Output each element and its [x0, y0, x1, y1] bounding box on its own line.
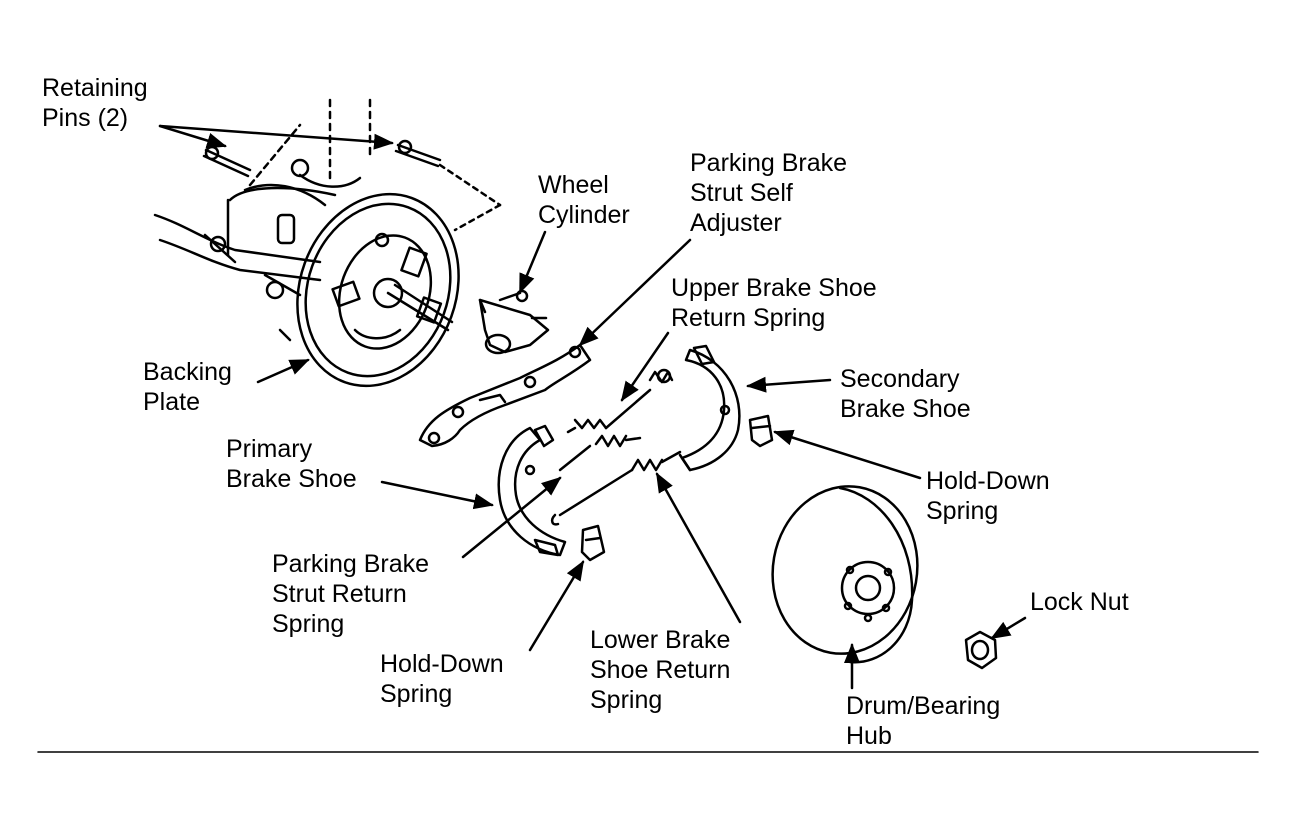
label-lock-nut: Lock Nut: [1030, 588, 1129, 616]
label-parking-brake-strut-return-spring: Parking Brake Strut Return Spring: [272, 550, 430, 638]
label-wheel-cylinder: Wheel Cylinder: [538, 171, 630, 229]
axle-assembly-drawing: [153, 98, 372, 342]
label-retaining-pins: Retaining Pins (2): [42, 74, 148, 132]
leader-arrows: [158, 124, 1027, 690]
strut-return-spring-drawing: [558, 434, 642, 472]
backing-plate-drawing: [296, 192, 460, 388]
lock-nut-drawing: [964, 630, 998, 670]
primary-brake-shoe-drawing: [497, 424, 567, 557]
hold-down-spring-right-drawing: [748, 414, 774, 448]
secondary-brake-shoe-drawing: [678, 344, 741, 472]
label-backing-plate: Backing Plate: [143, 358, 232, 416]
retaining-pins-drawing: [202, 139, 502, 232]
wheel-cylinder-drawing: [478, 289, 550, 355]
drum-bearing-hub-drawing: [771, 485, 919, 664]
label-hold-down-spring-left: Hold-Down Spring: [380, 650, 504, 708]
label-drum-bearing-hub: Drum/Bearing Hub: [846, 692, 1001, 750]
lower-return-spring-drawing: [550, 450, 682, 526]
label-parking-brake-strut-self-adjuster: Parking Brake Strut Self Adjuster: [690, 149, 848, 237]
upper-return-spring-drawing: [566, 368, 674, 434]
strut-adjuster-drawing: [418, 343, 592, 448]
label-upper-brake-shoe-return-spring: Upper Brake Shoe Return Spring: [671, 274, 877, 332]
hold-down-spring-left-drawing: [580, 524, 606, 562]
label-primary-brake-shoe: Primary Brake Shoe: [226, 435, 357, 493]
label-hold-down-spring-right: Hold-Down Spring: [926, 467, 1050, 525]
label-secondary-brake-shoe: Secondary Brake Shoe: [840, 365, 971, 423]
label-lower-brake-shoe-return-spring: Lower Brake Shoe Return Spring: [590, 626, 731, 714]
